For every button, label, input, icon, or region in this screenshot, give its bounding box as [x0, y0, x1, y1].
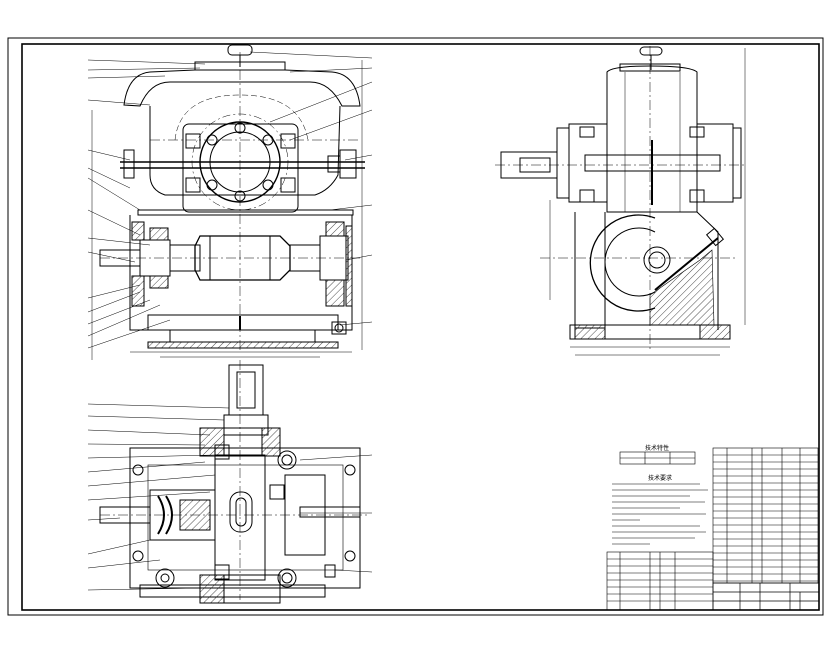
- front-view-leaders: [87, 51, 373, 349]
- technical-data-title: 技术特性: [645, 444, 669, 452]
- technical-requirements-title: 技术要求: [648, 474, 672, 482]
- drawing-border: [7, 37, 824, 616]
- technical-requirements: [612, 483, 708, 545]
- top-view: [99, 360, 370, 604]
- parts-list-lower: [606, 551, 714, 611]
- technical-data-table: [619, 451, 696, 465]
- side-view: [495, 46, 746, 356]
- top-view-leaders: [87, 403, 373, 591]
- front-view: [91, 44, 365, 360]
- title-block: [712, 582, 820, 611]
- parts-list: [712, 447, 819, 584]
